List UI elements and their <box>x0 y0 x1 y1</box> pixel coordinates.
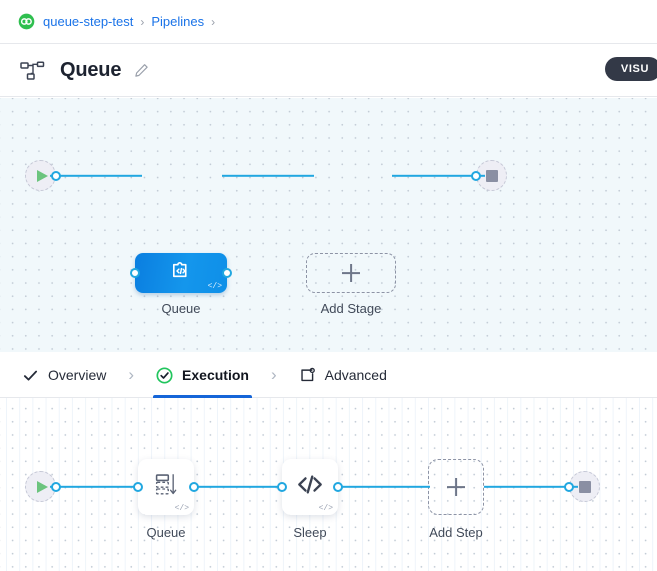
step-node-label: Queue <box>146 525 186 540</box>
start-output-port[interactable] <box>51 170 61 181</box>
stage-start-node[interactable] <box>25 160 61 191</box>
code-badge: </> <box>207 282 222 291</box>
code-badge: </> <box>174 504 189 513</box>
edge-add-step-to-end <box>484 485 578 489</box>
check-circle-green-icon <box>156 366 173 384</box>
step-start-node[interactable] <box>25 471 61 502</box>
stage-node-label: Queue <box>161 301 201 316</box>
add-step-label: Add Step <box>429 525 483 540</box>
check-icon <box>22 367 39 384</box>
page-title: Queue <box>60 59 122 81</box>
tab-separator-2: › <box>270 365 277 384</box>
sleep-output-port[interactable] <box>333 482 343 492</box>
tab-execution-label: Execution <box>182 367 249 383</box>
stage-node-body[interactable]: </> <box>135 253 227 293</box>
project-logo-icon <box>18 13 35 30</box>
stop-icon <box>485 169 498 182</box>
edge-start-to-queue-step <box>50 485 140 489</box>
pencil-edit-icon[interactable] <box>134 63 149 78</box>
add-step-node[interactable]: Add Step <box>428 459 484 540</box>
queue-input-port[interactable] <box>130 268 140 278</box>
end-input-port[interactable] <box>471 170 481 181</box>
sleep-input-port[interactable] <box>277 482 287 492</box>
step-node-body[interactable]: </> <box>138 459 194 515</box>
advanced-window-icon <box>299 367 316 384</box>
step-node-sleep[interactable]: </> Sleep <box>277 459 343 540</box>
queue-step-input-port[interactable] <box>133 482 143 492</box>
add-stage-label: Add Stage <box>320 301 382 316</box>
add-step-button[interactable] <box>428 459 484 515</box>
start-output-port[interactable] <box>51 481 61 492</box>
queue-step-output-port[interactable] <box>189 482 199 492</box>
breadcrumb-separator-trailing: › <box>211 14 216 29</box>
breadcrumb: queue-step-test › Pipelines › <box>0 0 657 44</box>
breadcrumb-item-pipelines[interactable]: Pipelines <box>151 14 205 29</box>
visual-mode-badge[interactable]: VISU <box>604 57 657 81</box>
pipeline-tabs: Overview › Execution › Advanced <box>0 353 657 398</box>
play-icon <box>36 480 48 493</box>
step-node-queue[interactable]: </> Queue <box>133 459 199 540</box>
tab-advanced[interactable]: Advanced <box>299 353 387 398</box>
queue-output-port[interactable] <box>222 268 232 278</box>
stage-canvas[interactable]: </> Queue Add Stage <box>0 98 657 352</box>
code-badge: </> <box>318 504 333 513</box>
step-node-body[interactable]: </> <box>282 459 338 515</box>
breadcrumb-item-project[interactable]: queue-step-test <box>43 14 134 29</box>
add-stage-button[interactable] <box>306 253 396 293</box>
edge-queue-to-sleep <box>194 485 284 489</box>
plus-icon <box>342 264 360 282</box>
stop-icon <box>578 480 591 493</box>
tab-advanced-label: Advanced <box>324 367 387 383</box>
edge-sleep-to-add-step <box>338 485 430 489</box>
tab-execution[interactable]: Execution <box>153 353 252 398</box>
stage-end-node[interactable] <box>471 160 507 191</box>
step-node-label: Sleep <box>293 525 327 540</box>
edge-queue-to-add-stage <box>222 174 314 178</box>
tab-overview-label: Overview <box>48 367 107 383</box>
page-header: Queue VISU <box>0 45 657 97</box>
edge-start-to-queue <box>50 174 142 178</box>
queue-stack-icon <box>153 471 180 503</box>
edge-add-stage-to-end <box>392 174 485 178</box>
code-brackets-icon <box>295 472 325 502</box>
step-end-node[interactable] <box>564 471 600 502</box>
tab-separator-1: › <box>128 365 135 384</box>
puzzle-code-icon <box>169 258 194 288</box>
play-icon <box>36 169 48 182</box>
step-canvas[interactable]: </> Queue </> Sleep <box>0 398 657 571</box>
pipeline-hierarchy-icon <box>20 60 46 81</box>
stage-node-queue[interactable]: </> Queue <box>130 253 232 316</box>
plus-icon <box>447 478 465 496</box>
add-stage-node[interactable]: Add Stage <box>306 253 396 316</box>
end-input-port[interactable] <box>564 481 574 492</box>
tab-overview[interactable]: Overview <box>22 353 106 398</box>
breadcrumb-separator: › <box>140 14 145 29</box>
